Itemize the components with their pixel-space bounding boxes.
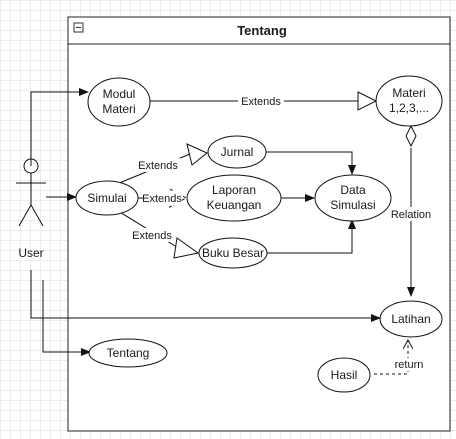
use-case-latihan[interactable]: Latihan — [379, 300, 443, 338]
use-case-label: Jurnal — [221, 145, 254, 159]
use-case-label: Simulasi — [330, 198, 375, 212]
label-bg — [136, 158, 180, 172]
generalization-arrow — [186, 143, 208, 166]
use-case-buku-besar[interactable]: Buku Besar — [198, 237, 268, 269]
generalization-arrow — [173, 237, 200, 259]
use-case-label: Modul — [103, 87, 136, 101]
extends-label: Extends — [241, 96, 281, 108]
collapse-icon[interactable] — [73, 22, 84, 33]
relation-materi-latihan: Relation — [389, 124, 433, 297]
extends-label: Extends — [132, 230, 172, 242]
use-case-label: Buku Besar — [202, 246, 264, 260]
extends-modul-materi: Extends — [150, 91, 378, 111]
use-case-data-simulasi[interactable]: Data Simulasi — [314, 174, 392, 222]
extends-buku-besar: Extends — [117, 210, 200, 259]
use-case-label: Data — [340, 183, 366, 197]
extends-jurnal: Extends — [111, 143, 208, 187]
relation-return: return — [374, 340, 426, 375]
use-case-laporan-keuangan[interactable]: Laporan Keuangan — [186, 174, 282, 222]
use-case-jurnal[interactable]: Jurnal — [207, 135, 267, 169]
label-bg — [238, 94, 284, 108]
system-header — [67, 16, 451, 45]
link-buku-data — [267, 219, 356, 254]
association-lines — [30, 88, 381, 356]
return-label: return — [395, 359, 424, 371]
data-simulasi-links — [266, 151, 356, 254]
assoc-latihan — [30, 270, 381, 322]
aggregation-diamond — [405, 124, 417, 148]
actor-label: User — [18, 246, 43, 260]
use-case-modul-materi[interactable]: Modul Materi — [87, 77, 151, 127]
use-case-simulai[interactable]: Simulai — [75, 180, 139, 216]
use-case-label: 1,2,3,... — [389, 101, 429, 115]
assoc-tentang — [42, 280, 91, 356]
label-bg — [130, 228, 174, 242]
use-case-label: Materi — [392, 86, 425, 100]
use-case-label: Keuangan — [207, 198, 262, 212]
relation-label: Relation — [391, 209, 431, 221]
use-case-tentang[interactable]: Tentang — [88, 338, 168, 368]
use-case-materi[interactable]: Materi 1,2,3,... — [375, 75, 443, 127]
use-case-label: Tentang — [107, 346, 150, 360]
use-case-hasil[interactable]: Hasil — [317, 357, 371, 393]
label-bg — [389, 207, 433, 221]
link-jurnal-data — [266, 151, 356, 175]
assoc-modul-materi — [30, 88, 89, 166]
extends-label: Extends — [142, 193, 182, 205]
generalization-arrow — [357, 91, 378, 111]
use-case-label: Materi — [102, 102, 135, 116]
extends-label: Extends — [138, 160, 178, 172]
use-case-label: Hasil — [331, 368, 358, 382]
extends-laporan: Extends — [138, 188, 188, 208]
use-case-label: Latihan — [391, 312, 430, 326]
actor-user[interactable] — [16, 158, 46, 227]
label-bg — [392, 358, 426, 371]
use-case-label: Simulai — [87, 191, 126, 205]
label-bg — [143, 191, 181, 205]
use-case-label: Laporan — [212, 183, 256, 197]
system-title: Tentang — [237, 23, 287, 38]
